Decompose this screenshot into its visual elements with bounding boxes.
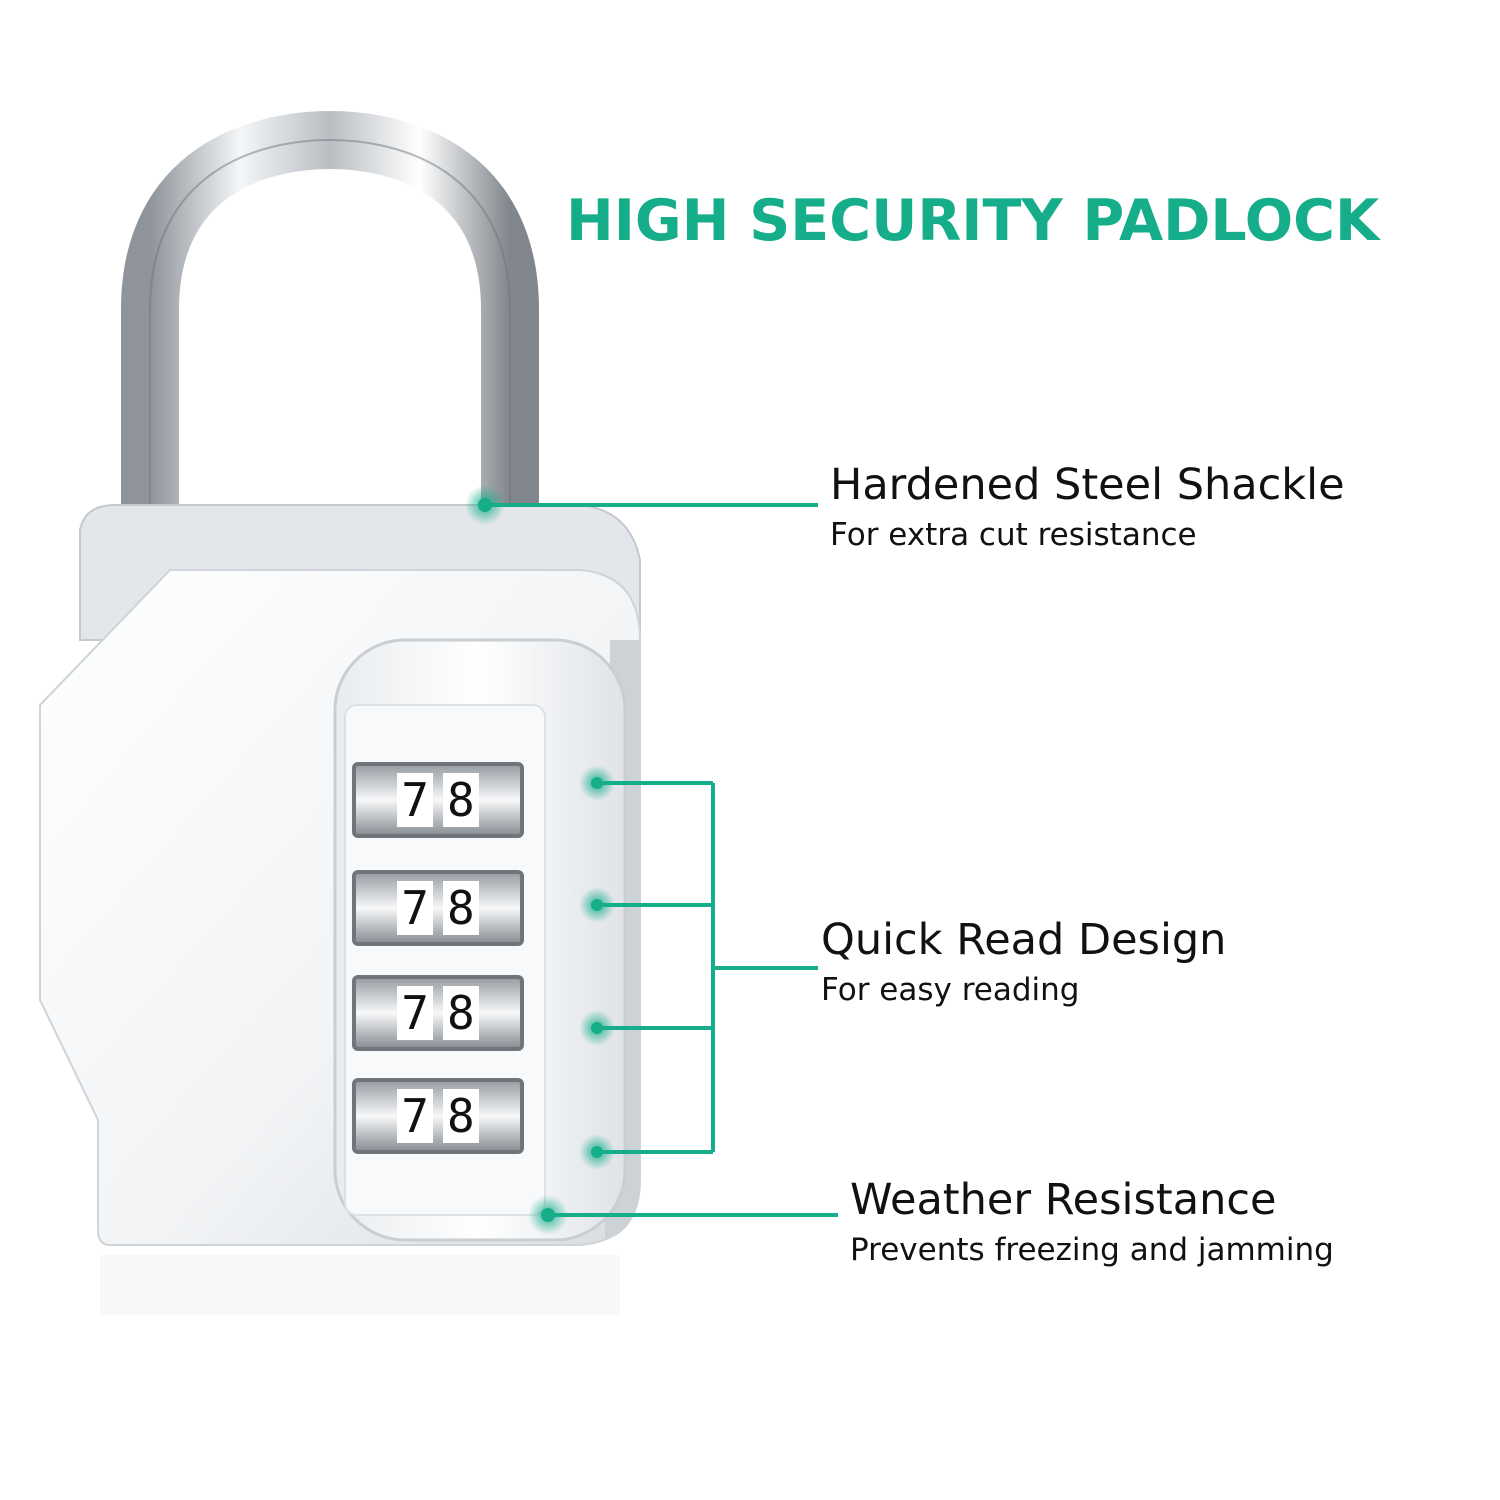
dial-digit: 7 [397, 1089, 433, 1143]
feature-title: Weather Resistance [850, 1175, 1277, 1225]
feature-subtitle: For extra cut resistance [830, 517, 1197, 553]
feature-shackle: Hardened Steel Shackle For extra cut res… [830, 457, 1345, 555]
feature-weather: Weather Resistance Prevents freezing and… [850, 1172, 1334, 1270]
feature-subtitle: Prevents freezing and jamming [850, 1232, 1334, 1268]
callout-dots [465, 485, 615, 1235]
dial-digit: 8 [443, 1089, 479, 1143]
callout-lines [485, 503, 838, 1217]
dial-digit: 8 [443, 881, 479, 935]
dial-wheel-4[interactable]: 7 8 [352, 1078, 524, 1154]
feature-subtitle: For easy reading [821, 972, 1080, 1008]
dial-digit: 7 [397, 881, 433, 935]
headline: HIGH SECURITY PADLOCK [566, 188, 1380, 254]
dial-digit: 7 [397, 986, 433, 1040]
feature-quick-read: Quick Read Design For easy reading [821, 912, 1226, 1010]
feature-title: Hardened Steel Shackle [830, 460, 1345, 510]
feature-title: Quick Read Design [821, 915, 1227, 965]
dial-digit: 8 [443, 986, 479, 1040]
dial-digit: 8 [443, 773, 479, 827]
dial-wheel-1[interactable]: 7 8 [352, 762, 524, 838]
dial-wheel-2[interactable]: 7 8 [352, 870, 524, 946]
dial-digit: 7 [397, 773, 433, 827]
dial-wheel-3[interactable]: 7 8 [352, 975, 524, 1051]
